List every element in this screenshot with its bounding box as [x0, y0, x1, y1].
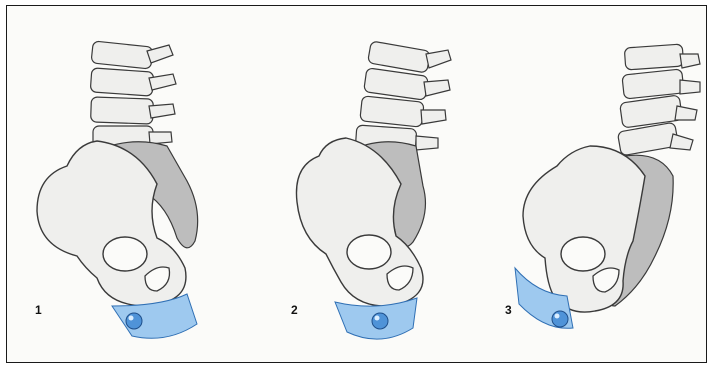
pelvis-illustration-2 — [241, 6, 474, 364]
panel-number-1: 1 — [35, 303, 42, 317]
ball-2 — [372, 313, 388, 329]
lumbar-spine-2 — [355, 41, 451, 153]
panel-3: 3 — [475, 6, 708, 364]
figure-frame: 1 2 — [6, 5, 707, 363]
ball-1 — [126, 313, 142, 329]
lumbar-spine-1 — [90, 41, 176, 150]
panel-number-3: 3 — [505, 303, 512, 317]
obturator-foramen-2 — [347, 235, 391, 269]
obturator-foramen-3 — [561, 237, 605, 271]
panel-1: 1 — [7, 6, 240, 364]
lumbar-spine-3 — [617, 44, 700, 156]
ball-3 — [552, 311, 568, 327]
panel-2: 2 — [241, 6, 474, 364]
panel-number-2: 2 — [291, 303, 298, 317]
obturator-foramen-1 — [103, 237, 147, 271]
